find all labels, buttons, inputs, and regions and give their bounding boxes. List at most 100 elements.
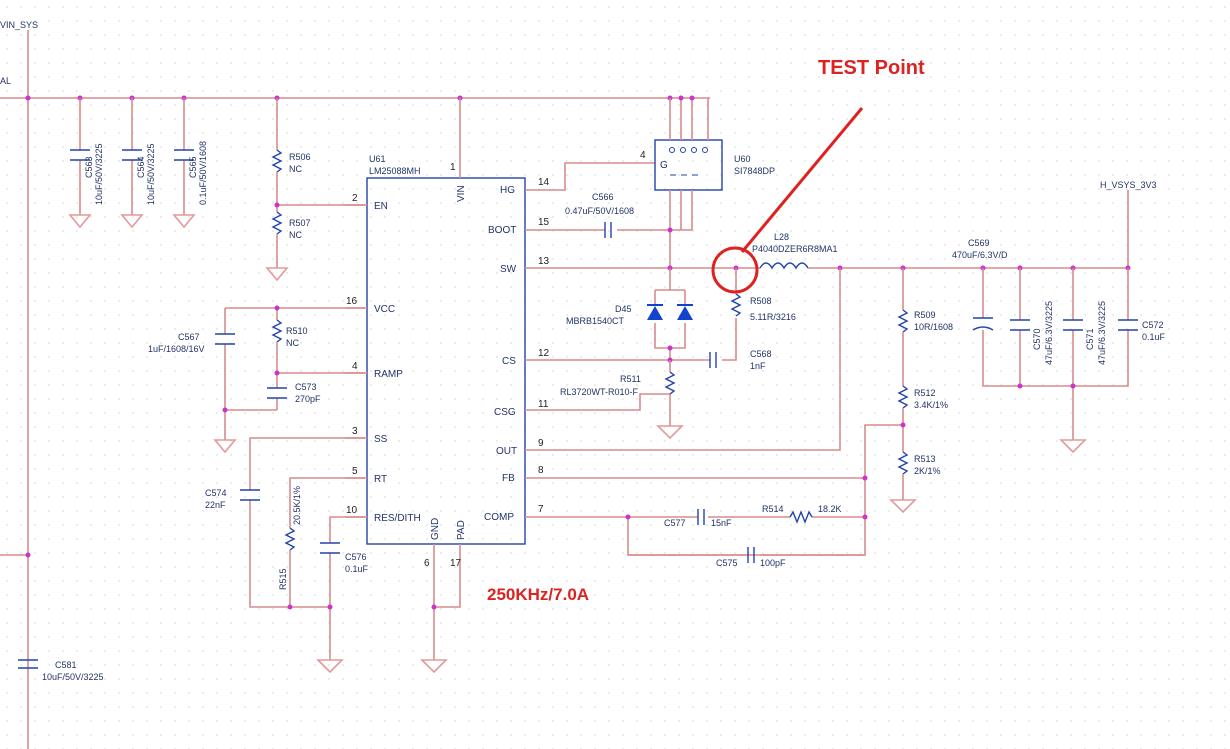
pin-gnd-num: 6 (424, 558, 430, 569)
cs-wire (525, 318, 737, 361)
l28-value: P4040DZER6R8MA1 (752, 244, 838, 254)
pin-out-name: OUT (496, 446, 517, 457)
spec-label: 250KHz/7.0A (487, 585, 589, 604)
pin-vcc-num: 16 (346, 296, 358, 307)
pin-ss-name: SS (374, 434, 388, 445)
c573-value: 270pF (295, 394, 321, 404)
pin-pad-name: PAD (456, 520, 467, 540)
pin-ramp-num: 4 (352, 361, 358, 372)
pin-csg-name: CSG (494, 407, 516, 418)
c577-value: 15nF (711, 518, 732, 528)
c563-ref: C563 (84, 156, 94, 178)
c581-ref: C581 (55, 660, 77, 670)
r512-value: 3.4K/1% (914, 400, 948, 410)
r511-ref: R511 (620, 374, 641, 384)
ic-gnd-symbol (420, 659, 448, 674)
hg-wire (525, 162, 655, 191)
c575-symbol (747, 547, 755, 563)
output-cap-group (972, 268, 1138, 454)
pin-comp-name: COMP (484, 512, 514, 523)
test-point-label: TEST Point (818, 57, 925, 79)
pin-ss-num: 3 (352, 426, 358, 437)
c564-value: 10uF/50V/3225 (146, 143, 156, 205)
pin-sw-name: SW (500, 264, 517, 275)
c573-ref: C573 (295, 382, 317, 392)
c574-value: 22nF (205, 500, 226, 510)
pin-vin-name: VIN (456, 185, 467, 202)
fet-gate-pin: 4 (640, 150, 646, 161)
c568-ref: C568 (750, 349, 772, 359)
r511-value: RL3720WT-R010-F (560, 387, 639, 397)
pin-gnd-name: GND (430, 518, 441, 540)
r506-ref: R506 (289, 152, 311, 162)
c565-value: 0.1uF/50V/1608 (198, 141, 208, 205)
r512-ref: R512 (914, 388, 936, 398)
fet-u60-body (654, 139, 723, 191)
fet-u60-pads (669, 147, 708, 176)
pin-vin-num: 1 (450, 162, 456, 173)
d45-value: MBRB1540CT (566, 316, 625, 326)
r514-value: 18.2K (818, 504, 842, 514)
u60-ref: U60 (734, 154, 751, 164)
c566-ref: C566 (592, 192, 614, 202)
pin-en-num: 2 (352, 193, 358, 204)
pin-vcc-name: VCC (374, 304, 395, 315)
c581-value: 10uF/50V/3225 (42, 672, 104, 682)
test-point-circle (711, 246, 759, 294)
c581-cap (18, 659, 38, 669)
pin-ramp-name: RAMP (374, 369, 403, 380)
c568-value: 1nF (750, 361, 766, 371)
r508-ref: R508 (750, 296, 772, 306)
r510-ref: R510 (286, 326, 308, 336)
r511-gnd (656, 425, 684, 440)
pin-boot-name: BOOT (488, 225, 516, 236)
u60-part: SI7848DP (734, 166, 775, 176)
r508-value: 5.11R/3216 (750, 312, 796, 322)
d45-ref: D45 (615, 304, 632, 314)
c568-symbol (709, 352, 717, 368)
pin-cs-num: 12 (538, 348, 550, 359)
r507-value: NC (289, 230, 302, 240)
r509-ref: R509 (914, 310, 936, 320)
ss-rt-network (240, 437, 365, 674)
l28-ref: L28 (774, 232, 789, 242)
u61-part: LM25088MH (369, 166, 421, 176)
ic-u61-body (366, 177, 526, 545)
pin-out-num: 9 (538, 438, 544, 449)
vin-sys-label: VIN_SYS (0, 20, 38, 30)
c569-value: 470uF/6.3V/D (952, 250, 1008, 260)
pin-hg-name: HG (500, 185, 515, 196)
vin-rail (0, 30, 710, 749)
c572-value: 0.1uF (1142, 332, 1166, 342)
r513-value: 2K/1% (914, 466, 941, 476)
out-pin-wire (525, 268, 841, 451)
pin-boot-num: 15 (538, 217, 550, 228)
en-divider (265, 98, 365, 282)
fet-drain-source-wires (669, 98, 709, 268)
pin-res-num: 10 (346, 505, 358, 516)
pin-cs-name: CS (502, 356, 516, 367)
u61-ref: U61 (369, 154, 386, 164)
c569-ref: C569 (968, 238, 990, 248)
csg-wire (525, 360, 671, 426)
c566-value: 0.47uF/50V/1608 (565, 206, 634, 216)
out-net-label: H_VSYS_3V3 (1100, 180, 1157, 190)
r511-symbol (664, 371, 676, 395)
r513-ref: R513 (914, 454, 936, 464)
pin-pad-num: 17 (450, 558, 462, 569)
c567-value: 1uF/1608/16V (148, 344, 205, 354)
vin-left-label: AL (0, 76, 11, 86)
r507-ref: R507 (289, 218, 311, 228)
c572-ref: C572 (1142, 320, 1164, 330)
c576-value: 0.1uF (345, 564, 369, 574)
pin-hg-num: 14 (538, 177, 550, 188)
c575-ref: C575 (716, 558, 738, 568)
ic-left-stubs (345, 204, 367, 518)
vcc-ramp-network (213, 305, 365, 454)
c570-value: 47uF/6.3V/3225 (1044, 301, 1054, 365)
c564-ref: C564 (136, 156, 146, 178)
c576-ref: C576 (345, 552, 367, 562)
pin-sw-num: 13 (538, 256, 550, 267)
r515-ref: R515 (278, 568, 288, 590)
pin-fb-name: FB (502, 473, 515, 484)
